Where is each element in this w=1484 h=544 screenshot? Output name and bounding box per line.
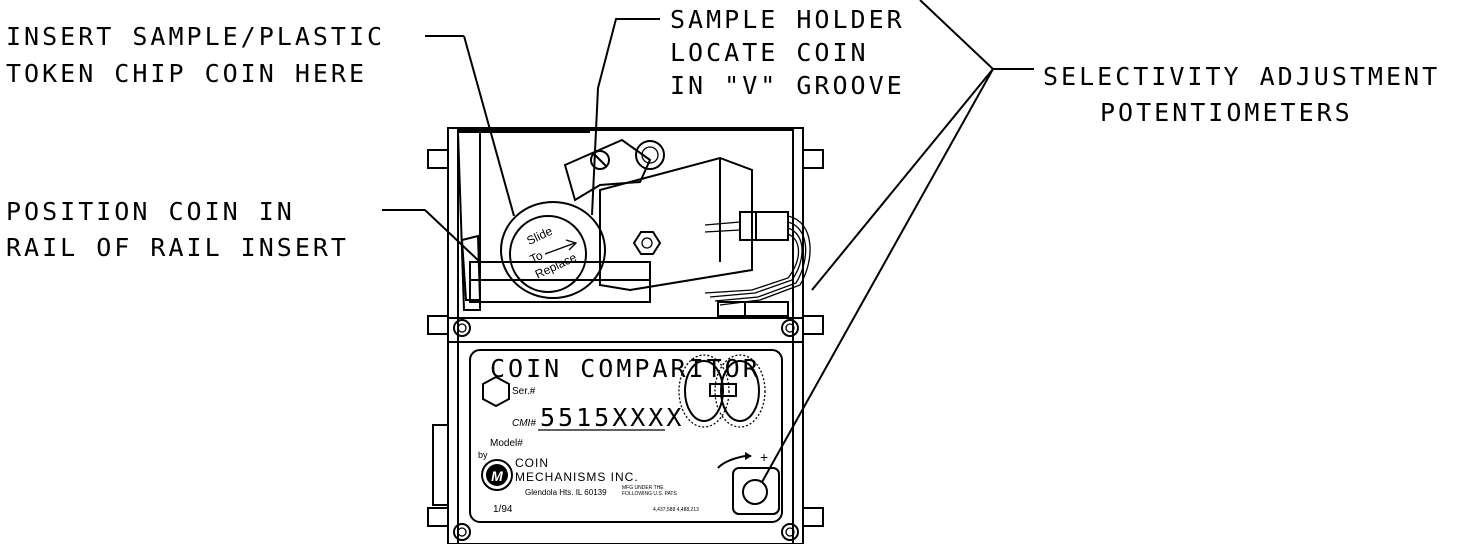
company-logo: M: [481, 459, 513, 491]
svg-text:SAMPLE HOLDER: SAMPLE HOLDER: [670, 5, 905, 34]
screw-icon: [781, 319, 799, 337]
patents: 4,437,588 4,488,213: [653, 507, 699, 513]
patents-head-2: FOLLOWING U.S. PATS: [622, 491, 677, 497]
model-label: Model#: [490, 438, 523, 449]
svg-text:POSITION COIN IN: POSITION COIN IN: [6, 197, 295, 226]
callout-position-coin: POSITION COIN IN RAIL OF RAIL INSERT: [6, 197, 349, 262]
patents-head-1: MFG UNDER THE: [622, 485, 664, 491]
arrow-icon: [544, 239, 578, 255]
cmi-value: 5515XXXX: [540, 403, 684, 432]
company-line-2: MECHANISMS INC.: [515, 470, 639, 484]
by-label: by: [478, 450, 488, 460]
svg-text:TOKEN CHIP COIN HERE: TOKEN CHIP COIN HERE: [6, 59, 367, 88]
holder-label-to: To: [528, 248, 546, 266]
potentiometer-icon: [714, 354, 766, 428]
svg-text:INSERT SAMPLE/PLASTIC: INSERT SAMPLE/PLASTIC: [6, 22, 385, 51]
ser-label: Ser.#: [512, 386, 536, 397]
screw-icon: [781, 523, 799, 541]
holder-label-slide: Slide: [524, 224, 554, 248]
screw-icon: [453, 523, 471, 541]
svg-text:M: M: [491, 468, 503, 484]
callout-insert-sample: INSERT SAMPLE/PLASTIC TOKEN CHIP COIN HE…: [6, 22, 385, 88]
plus-sign: +: [760, 449, 768, 465]
svg-text:SELECTIVITY ADJUSTMENT: SELECTIVITY ADJUSTMENT: [1043, 62, 1440, 91]
leader-lines: [382, 0, 1034, 483]
cmi-label: CMI#: [512, 418, 536, 429]
address: Glendola Hts. IL 60139: [525, 488, 607, 497]
svg-text:POTENTIOMETERS: POTENTIOMETERS: [1100, 98, 1353, 127]
date-code: 1/94: [493, 504, 513, 515]
svg-text:RAIL OF RAIL INSERT: RAIL OF RAIL INSERT: [6, 233, 349, 262]
callout-selectivity: SELECTIVITY ADJUSTMENT POTENTIOMETERS: [1043, 62, 1440, 127]
hex-bolt-icon: [632, 231, 662, 255]
potentiometer-icon: [678, 354, 730, 428]
svg-text:IN "V" GROOVE: IN "V" GROOVE: [670, 71, 905, 100]
nameplate-title: COIN COMPARITOR: [490, 354, 761, 383]
nameplate: COIN COMPARITOR Ser.# CMI# 5515XXXX Mode…: [469, 349, 783, 523]
screw-icon: [453, 319, 471, 337]
callout-sample-holder: SAMPLE HOLDER LOCATE COIN IN "V" GROOVE: [670, 5, 905, 100]
coin-mechanism: Slide To Replace: [456, 131, 811, 317]
svg-text:LOCATE COIN: LOCATE COIN: [670, 38, 869, 67]
company-line-1: COIN: [515, 456, 549, 470]
